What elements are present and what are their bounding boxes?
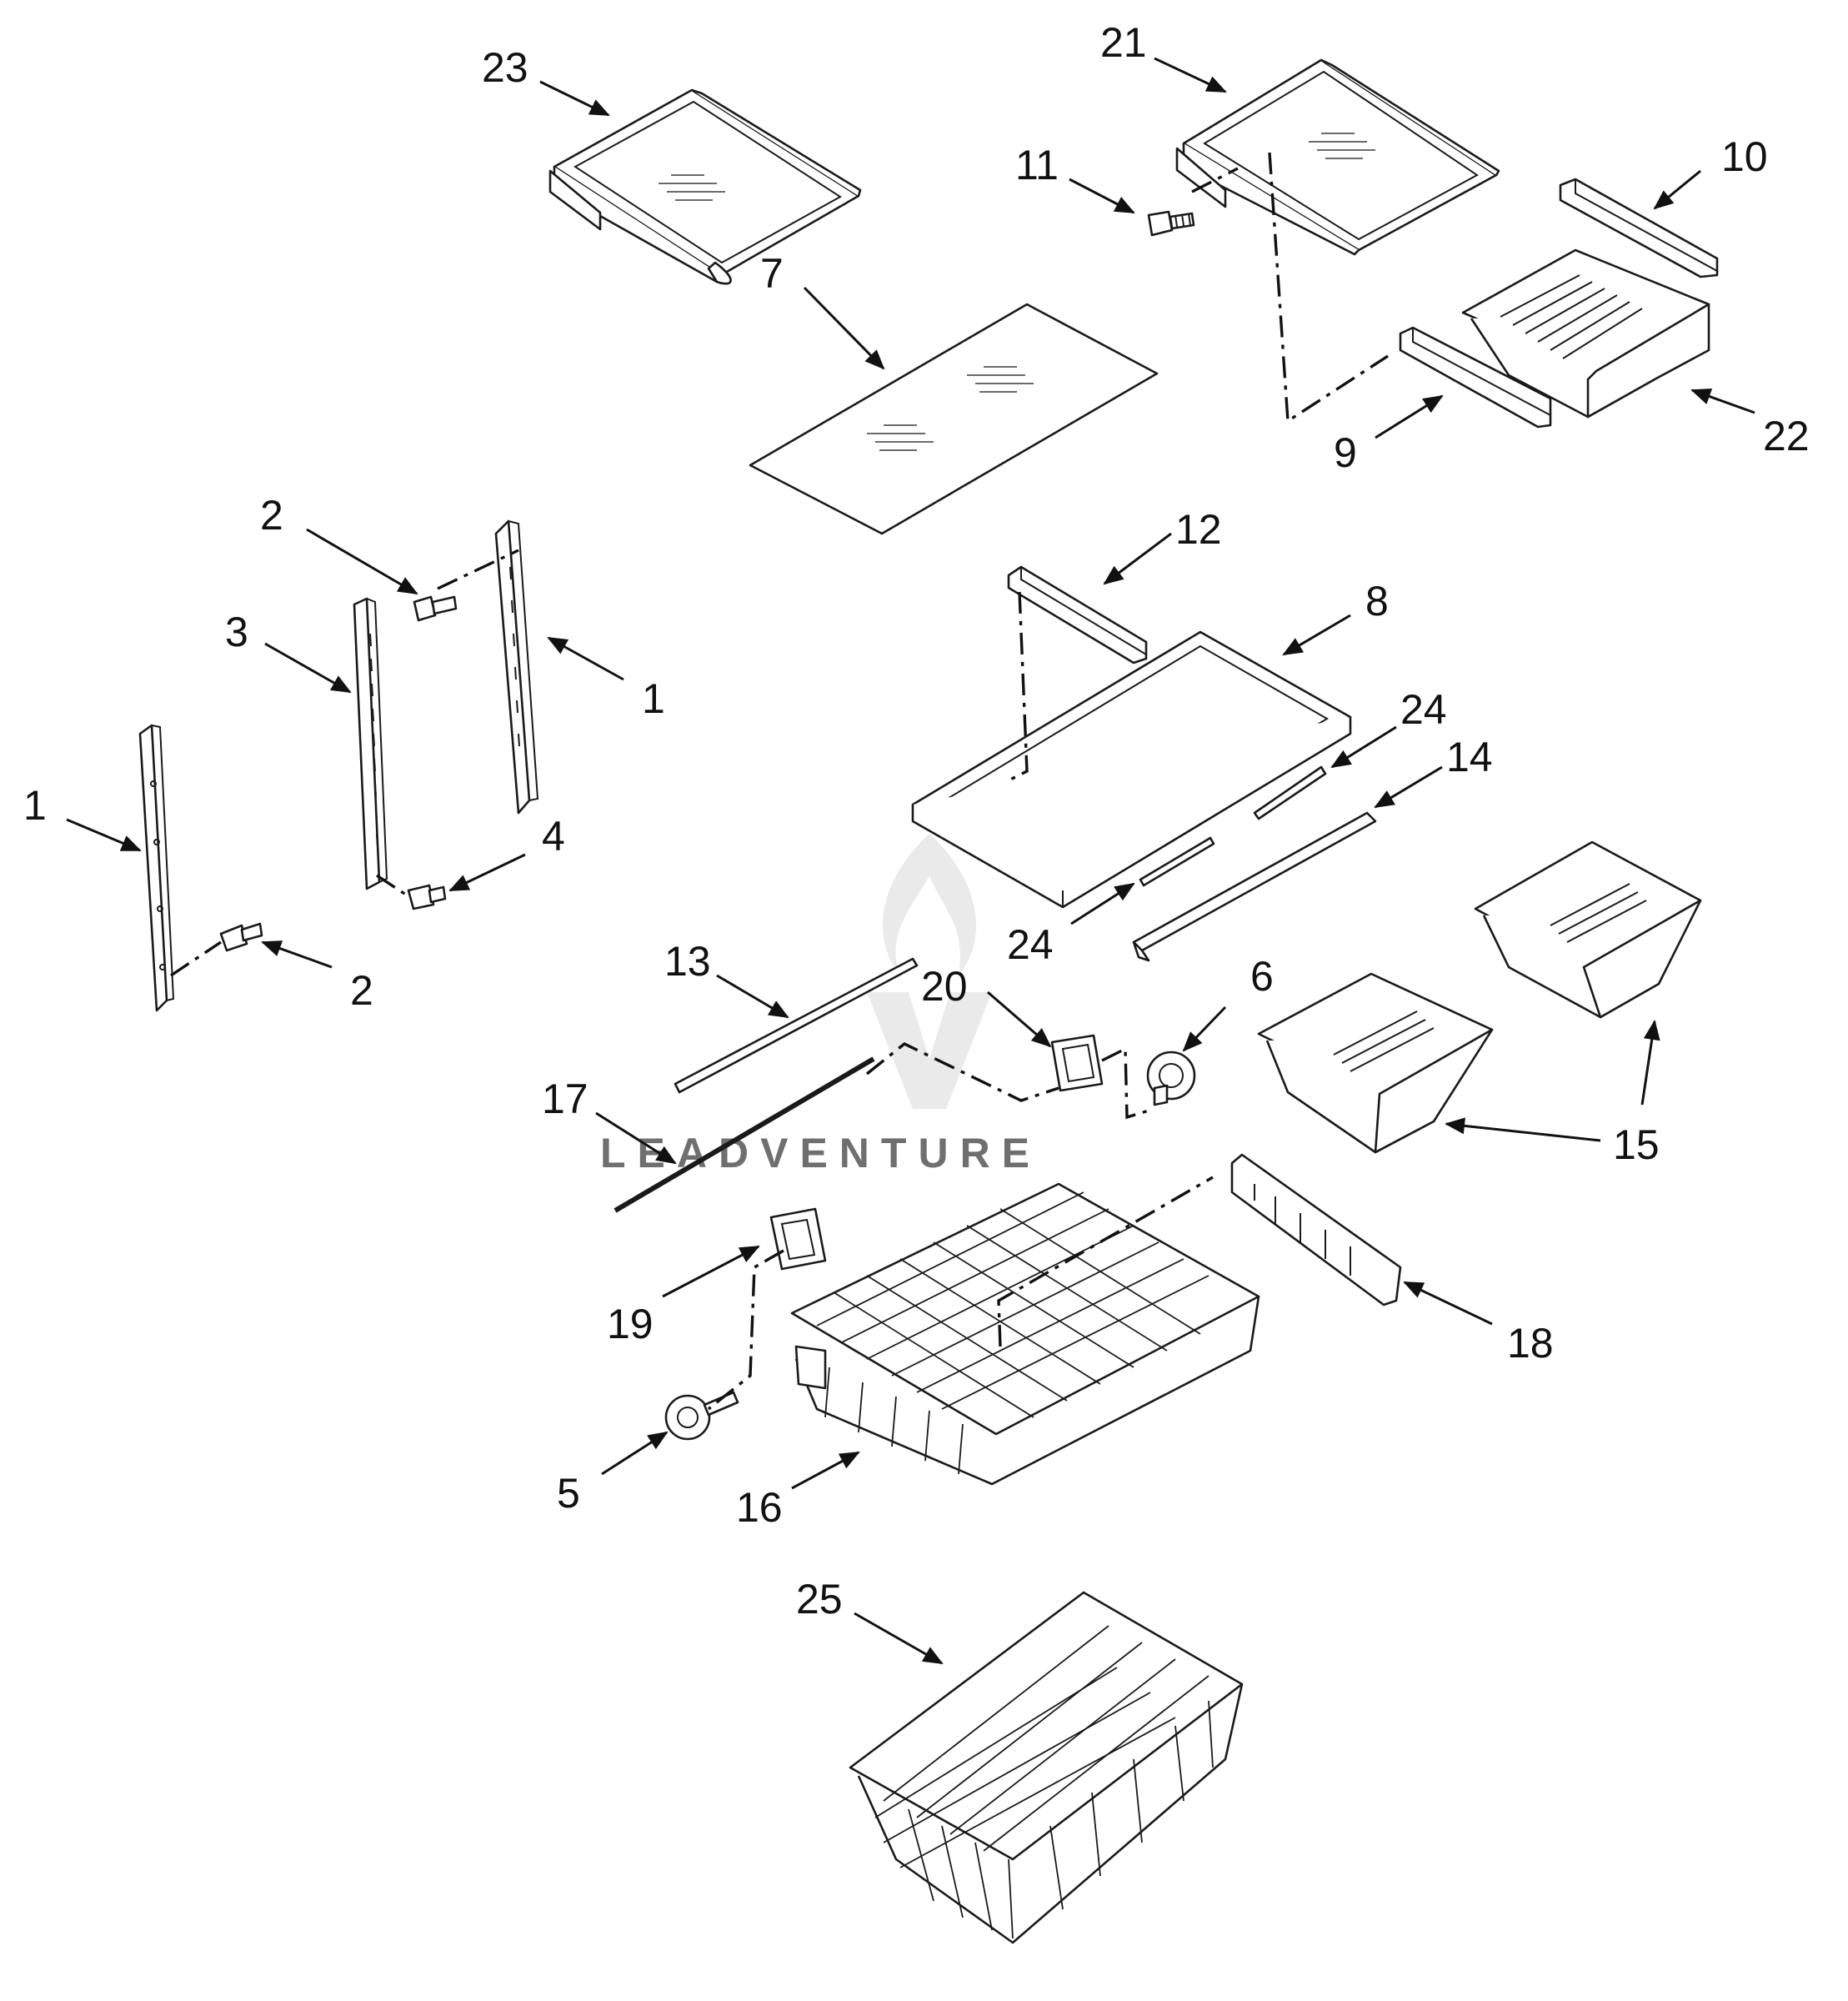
part-17-rod xyxy=(613,1056,875,1213)
callout-arrows xyxy=(66,57,1755,1665)
callout-1-right: 1 xyxy=(642,675,665,722)
callout-10: 10 xyxy=(1721,133,1768,180)
part-19-bracket xyxy=(769,1207,827,1271)
connector-19-5 xyxy=(707,1249,784,1411)
part-5-gear xyxy=(664,1391,739,1441)
part-1-standard-right xyxy=(494,519,539,815)
callout-25: 25 xyxy=(796,1576,843,1622)
callout-11: 11 xyxy=(1015,142,1059,188)
connector-17-20 xyxy=(865,1042,1059,1102)
callout-24-upper: 24 xyxy=(1400,686,1447,733)
callout-16: 16 xyxy=(736,1484,783,1531)
connector-2-1 xyxy=(437,549,519,590)
connector-lines xyxy=(170,152,1389,1411)
part-20-bracket xyxy=(1050,1034,1104,1092)
part-3-standard-center xyxy=(353,597,388,890)
connector-12-8 xyxy=(1009,591,1029,781)
part-24-clip-upper xyxy=(1253,765,1327,820)
callout-3: 3 xyxy=(225,609,248,655)
callout-6: 6 xyxy=(1250,953,1274,1000)
callout-14: 14 xyxy=(1446,734,1493,780)
callout-2-lower: 2 xyxy=(350,967,373,1014)
part-16-wire-basket xyxy=(790,1182,1260,1486)
part-15-drawer-right xyxy=(1474,840,1702,1019)
callout-23: 23 xyxy=(482,44,528,91)
part-10-rail xyxy=(1559,178,1719,278)
part-21-shelf xyxy=(1175,58,1500,256)
callout-13: 13 xyxy=(664,938,711,985)
part-15-drawer-left xyxy=(1257,972,1494,1154)
callout-18: 18 xyxy=(1507,1320,1554,1367)
callout-19: 19 xyxy=(607,1301,654,1347)
connector-20-6 xyxy=(1101,1046,1149,1120)
connector-16-18 xyxy=(997,1176,1214,1347)
part-4-screw xyxy=(407,884,447,910)
part-13-rod xyxy=(674,957,919,1094)
watermark-logo xyxy=(867,834,992,1109)
part-25-wire-basket xyxy=(849,1591,1244,1944)
callout-22: 22 xyxy=(1763,413,1810,459)
callout-20: 20 xyxy=(921,963,968,1010)
part-2-screw-upper xyxy=(413,595,458,622)
callout-4: 4 xyxy=(542,813,565,860)
callout-labels: 23 21 11 10 7 9 22 2 3 1 1 4 2 12 8 24 1… xyxy=(23,19,1810,1622)
callout-9: 9 xyxy=(1334,429,1357,476)
callout-17: 17 xyxy=(542,1076,588,1122)
part-9-rail xyxy=(1399,326,1552,429)
callout-24-lower: 24 xyxy=(1007,921,1054,968)
callout-7: 7 xyxy=(760,250,784,297)
callout-2-upper: 2 xyxy=(260,492,283,539)
part-2-screw-lower xyxy=(219,922,263,952)
callout-21: 21 xyxy=(1100,19,1147,66)
part-7-glass-panel xyxy=(749,303,1159,535)
connector-3-4 xyxy=(376,874,409,898)
callout-15: 15 xyxy=(1613,1121,1660,1168)
part-24-clip-lower xyxy=(1139,836,1215,887)
part-1-standard-left xyxy=(138,724,175,1012)
part-11-screw xyxy=(1147,210,1195,237)
connector-1-2 xyxy=(170,940,222,977)
connector-21-9 xyxy=(1268,152,1389,424)
part-22-drawer xyxy=(1461,248,1710,419)
part-6-gear xyxy=(1146,1051,1196,1106)
callout-8: 8 xyxy=(1365,578,1389,624)
callout-12: 12 xyxy=(1175,506,1222,553)
connector-11-21 xyxy=(1191,167,1239,193)
part-23-shelf xyxy=(548,88,862,285)
watermark-text: LEADVENTURE xyxy=(600,1130,1041,1176)
part-14-trim xyxy=(1132,811,1377,962)
callout-1-left: 1 xyxy=(23,782,47,829)
part-18-divider xyxy=(1230,1153,1402,1306)
part-12-rail xyxy=(1007,565,1148,664)
part-8-frame xyxy=(911,630,1352,909)
callout-5: 5 xyxy=(557,1470,580,1517)
